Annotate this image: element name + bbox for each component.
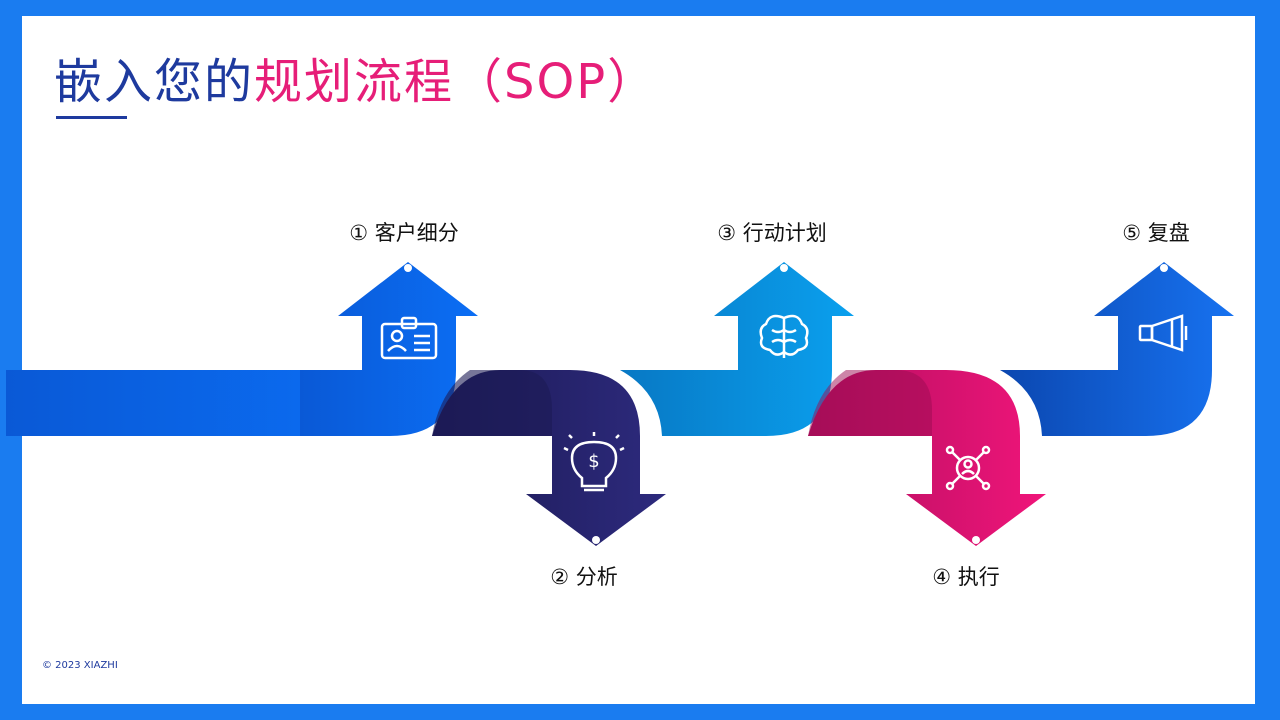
step-2-label: ② 分析 <box>550 565 618 589</box>
step-5-arrow <box>1000 262 1234 436</box>
step-4-label: ④ 执行 <box>932 565 1000 589</box>
page-title: 嵌入您的规划流程（SOP） <box>54 52 657 112</box>
page-title-primary: 嵌入您的 <box>54 54 255 110</box>
step-3-label: ③ 行动计划 <box>717 221 827 245</box>
step-5-label: ⑤ 复盘 <box>1122 221 1190 245</box>
brain-icon <box>759 314 809 358</box>
network-person-icon <box>945 445 991 491</box>
copyright-footer: © 2023 XIAZHI <box>42 660 118 671</box>
svg-text:$: $ <box>588 451 599 472</box>
title-underline <box>56 116 127 119</box>
step-1-label: ① 客户细分 <box>349 221 459 245</box>
step-4-arrow <box>808 370 1046 546</box>
step-2-arrow <box>432 370 666 546</box>
step-3-arrow <box>620 262 854 436</box>
id-badge-icon <box>380 316 438 360</box>
slide-canvas <box>22 16 1255 704</box>
megaphone-icon <box>1138 314 1188 352</box>
lightbulb-dollar-icon: $ <box>563 432 625 492</box>
page-title-accent: 规划流程（SOP） <box>254 54 658 110</box>
